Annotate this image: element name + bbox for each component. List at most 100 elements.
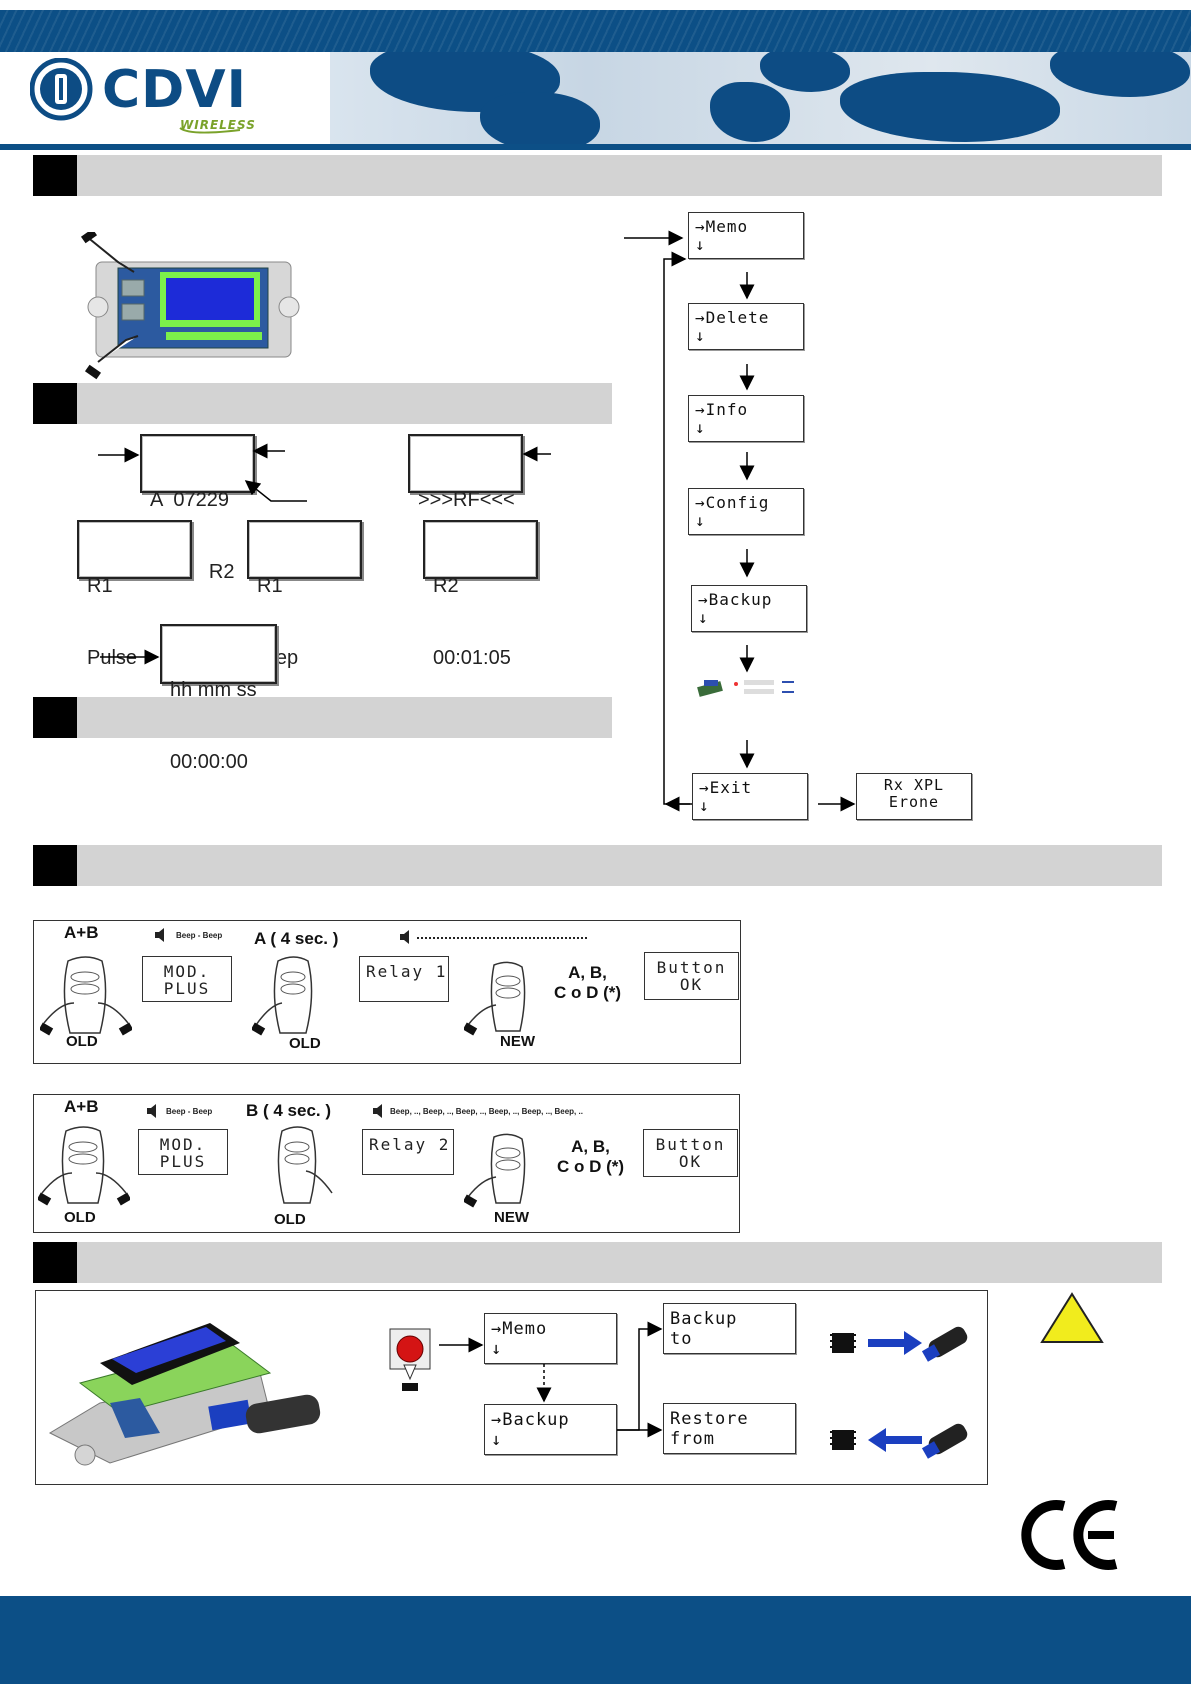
old-label: OLD [64,1209,96,1226]
old-label: OLD [66,1033,98,1050]
menu-delete: →Delete ↓ [688,303,804,350]
menu-line-2: ↓ [695,235,706,254]
menu-line-1: →Memo [695,217,749,236]
section-2-bar [77,383,612,424]
world-map-banner [330,52,1191,144]
old-label: OLD [274,1211,306,1228]
backup-flow-arrows [439,1321,663,1438]
menu-memo: →Memo ↓ [688,212,804,259]
step-ab-label: A+B [64,923,99,942]
menu-line-2: to [670,1329,693,1349]
menu-line-2: ↓ [695,326,706,345]
speaker-icon [372,1103,388,1124]
lcd-line-2: 00:01:05 [433,647,511,669]
step-a-hold-label: A ( 4 sec. ) [254,929,339,948]
restore-from-display: Restore from [663,1403,796,1454]
backup-restore-diagram: →Memo ↓ →Backup ↓ Backup to Restore from [35,1290,988,1485]
section-3-number [33,697,77,738]
brand-sub: WIRELESS [180,118,256,132]
header-rule [0,144,1191,150]
speaker-icon [399,929,415,950]
lcd-line-1: hh mm ss [170,679,257,701]
section-4-number [33,845,77,886]
ce-mark: CE [1018,1498,1122,1577]
buttons-label: A, B, C o D (*) [557,1137,625,1176]
old-remote-hand [38,953,134,1048]
lcd-button-ok: Button OK [643,1129,738,1177]
lcd-line-1: R2 [433,575,459,597]
step-b-hold-label: B ( 4 sec. ) [246,1101,332,1120]
menu-line-1: →Backup [491,1410,570,1430]
menu-line-1: →Backup [698,590,773,609]
menu-line-2: ↓ [695,418,706,437]
menu-line-2: ↓ [699,796,710,815]
section-3-bar [77,697,612,738]
continuous-beep-line [417,937,587,941]
new-label: NEW [500,1033,535,1050]
beep-label: Beep - Beep [166,1107,213,1116]
lcd-r1-step: R1 Step [247,520,362,669]
lcd-line-1: R1 [257,575,283,597]
lcd-mod-plus: MOD. PLUS [142,956,232,1002]
lcd-main-display: A 07229 R1 R2 [140,434,255,583]
lcd-mod-plus: MOD. PLUS [138,1129,228,1175]
lcd-r1-pulse: R1 Pulse [77,520,192,669]
menu-exit: →Exit ↓ [692,773,808,820]
section-1-number [33,155,77,196]
programming-diagram-relay-1: A+B Beep - Beep MOD. PLUS A ( 4 sec. ) R… [33,920,741,1064]
new-label: NEW [494,1209,529,1226]
programming-diagram-relay-2: A+B Beep - Beep MOD. PLUS B ( 4 sec. ) B… [33,1094,740,1233]
old-remote-hand-b [256,1123,336,1218]
backup-menu-backup: →Backup ↓ [484,1404,617,1455]
lcd-line-2: Pulse [87,647,138,669]
chip-to-usb-icon [828,1319,968,1374]
old-remote-hand-a [250,953,332,1048]
result-line-2: Erone [888,793,940,811]
backup-mini-illustration [694,674,809,702]
menu-backup: →Backup ↓ [691,585,807,632]
buttons-label: A, B, C o D (*) [554,963,622,1002]
lcd-line-2: 00:00:00 [170,751,248,773]
menu-line-2: ↓ [698,608,709,627]
menu-info: →Info ↓ [688,395,804,442]
lcd-line-1: R1 [87,575,113,597]
intermittent-beep-label: Beep, .., Beep, .., Beep, .., Beep, .., … [390,1107,583,1116]
backup-menu-memo: →Memo ↓ [484,1313,617,1364]
result-line-1: Rx XPL [883,776,945,794]
top-margin [0,0,1191,10]
section-4-bar [77,845,1162,886]
header-bar [0,10,1191,52]
receiver-with-usb-illustration [40,1303,340,1473]
warning-icon [1040,1292,1104,1349]
lcd-button-ok: Button OK [644,952,739,1000]
usb-to-chip-icon [828,1416,968,1471]
menu-line-1: →Exit [699,778,753,797]
new-remote-hand [462,1131,544,1216]
new-remote-hand [462,959,544,1044]
section-5-bar [77,1242,1162,1283]
cdvi-logo: CDVI WIRELESS [29,57,260,143]
menu-line-1: Backup [670,1309,738,1329]
menu-config: →Config ↓ [688,488,804,535]
menu-line-1: Restore [670,1409,749,1429]
section-1-bar [77,155,1162,196]
exit-result-display: Rx XPL Erone [856,773,972,820]
menu-line-1: →Info [695,400,749,419]
beep-label: Beep - Beep [176,931,223,940]
lcd-line-1: A 07229 [150,489,229,511]
lcd-line-1: >>>RF<<< [418,489,515,511]
footer-bar [0,1596,1191,1684]
old-label: OLD [289,1035,321,1052]
menu-line-1: →Delete [695,308,770,327]
old-remote-hand [36,1123,132,1218]
lcd-relay-1: Relay 1 [359,956,449,1002]
lcd-timer: hh mm ss 00:00:00 [160,624,277,773]
section-2-number [33,383,77,424]
section-5-number [33,1242,77,1283]
push-button-icon [388,1327,432,1402]
brand-name: CDVI [102,60,247,120]
lcd-relay-2: Relay 2 [362,1129,454,1175]
speaker-icon [154,927,170,948]
menu-line-1: →Memo [491,1319,548,1339]
backup-to-display: Backup to [663,1303,796,1354]
